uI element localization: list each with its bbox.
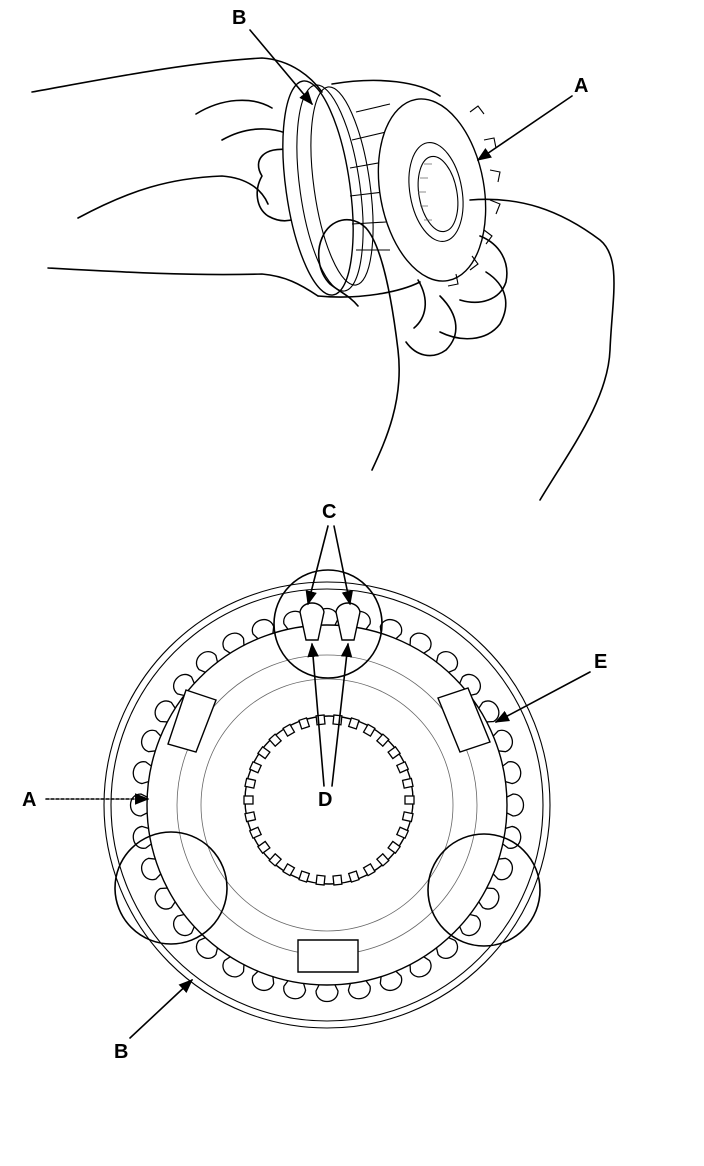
bore-spline	[282, 862, 296, 877]
bore-spline	[401, 811, 414, 823]
callout-b-top: B	[232, 7, 313, 106]
bore-spline	[347, 870, 360, 883]
bore-spline	[248, 826, 263, 840]
hub-top-view	[377, 98, 501, 287]
hub-tooth	[129, 793, 150, 817]
bore-spline	[362, 723, 376, 738]
right-hand-drawing	[317, 198, 615, 501]
sleeve-top-view	[282, 79, 441, 298]
arrow-a-top	[476, 95, 573, 161]
sleeve-outer-ring	[103, 581, 551, 1029]
label-a-top: A	[574, 75, 588, 97]
bore-spline	[243, 795, 254, 805]
bore-spline	[298, 717, 311, 730]
callout-e: E	[494, 651, 607, 723]
bore-spline	[401, 777, 414, 789]
label-d: D	[318, 789, 332, 811]
bore-spline	[375, 852, 390, 867]
key-slot-right	[437, 687, 491, 753]
arrow-b-top	[249, 29, 313, 106]
sleeve-inner-ring	[110, 588, 544, 1022]
callout-d: D	[307, 642, 353, 811]
bore-spline	[268, 733, 283, 748]
bore-spline	[244, 811, 257, 823]
arrow-e	[494, 671, 591, 723]
bore-spline	[282, 723, 296, 738]
arrow-d-left	[307, 642, 325, 787]
bore-spline	[362, 862, 376, 877]
bore-spline	[256, 840, 271, 855]
label-a-bottom: A	[22, 789, 36, 811]
callout-a-top: A	[476, 75, 588, 161]
key-slot-bottom	[297, 939, 359, 973]
bore-spline	[387, 840, 402, 855]
bore-spline	[395, 826, 410, 840]
label-e: E	[594, 651, 607, 673]
highlight-circle-left	[114, 831, 228, 945]
arrow-c-left	[305, 525, 329, 606]
hub-tooth	[504, 793, 525, 817]
highlight-circle-right	[427, 833, 541, 947]
key-slots	[167, 687, 491, 973]
bore-spline	[268, 852, 283, 867]
bore-spline	[375, 733, 390, 748]
bottom-illustration: C D E A B	[22, 501, 607, 1063]
key-slot-left	[167, 689, 217, 753]
bore-spline	[404, 795, 415, 805]
hub-tooth	[315, 982, 339, 1003]
label-c: C	[322, 501, 336, 523]
arrow-c-right	[333, 525, 354, 606]
left-hand-drawing	[31, 57, 323, 297]
bore-spline	[332, 874, 343, 886]
arrow-b-bottom	[129, 979, 194, 1039]
callout-c: C	[305, 501, 354, 606]
top-illustration: B A	[31, 7, 615, 501]
bore-spline	[387, 745, 402, 760]
bore-spline	[395, 760, 410, 774]
label-b-top: B	[232, 7, 246, 29]
bore-spline	[298, 870, 311, 883]
bore-spline	[256, 745, 271, 760]
highlight-circle-top	[273, 569, 383, 679]
bore-spline	[248, 760, 263, 774]
bore-spline	[244, 777, 257, 789]
arrow-d-right	[331, 642, 353, 787]
callout-b-bottom: B	[114, 979, 194, 1063]
label-b-bottom: B	[114, 1041, 128, 1063]
bore-spline	[315, 874, 326, 886]
hub-inner-ring	[200, 678, 454, 932]
hub-bore-splines	[243, 714, 415, 886]
callout-a-bottom: A	[22, 789, 150, 811]
bore-spline	[347, 717, 360, 730]
tooth-detail-top	[299, 602, 361, 641]
